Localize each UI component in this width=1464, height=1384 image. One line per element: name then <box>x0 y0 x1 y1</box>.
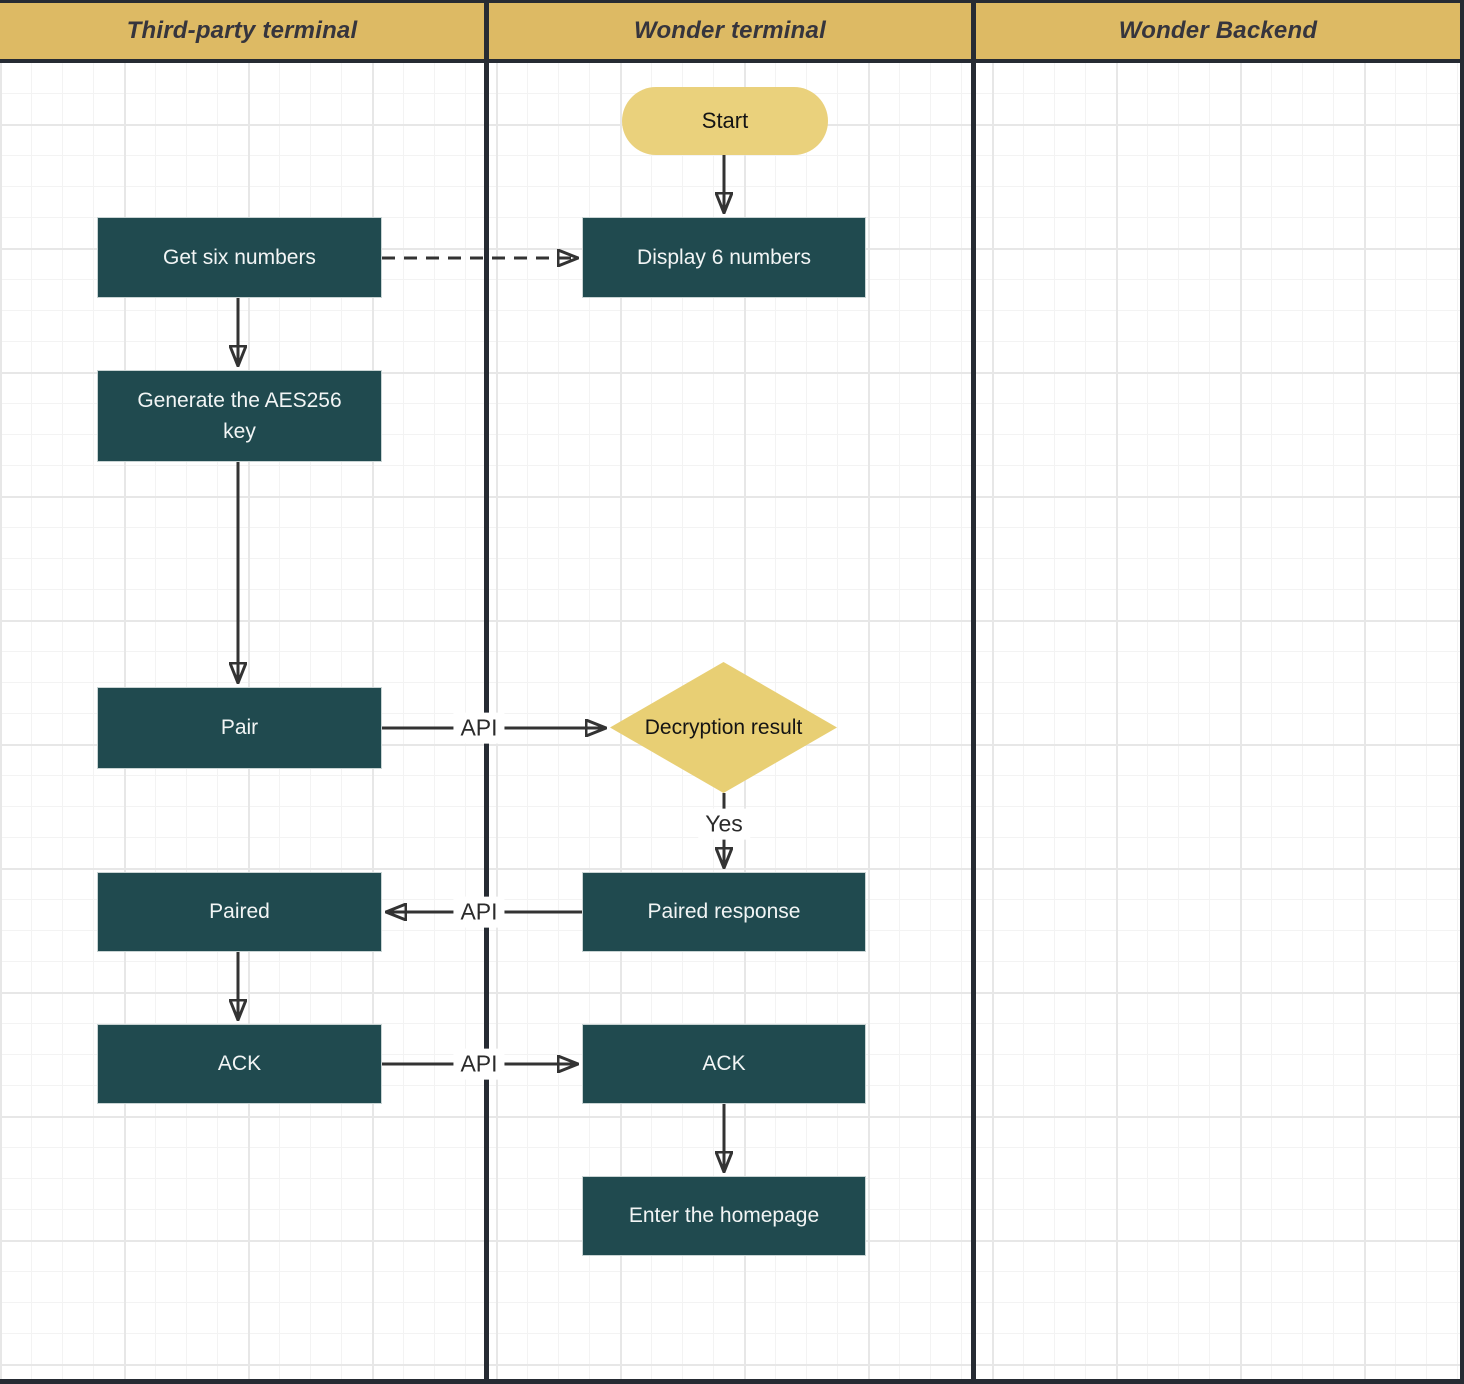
lane-header-row: Third-party terminal Wonder terminal Won… <box>0 0 1460 63</box>
lane-divider-2 <box>971 63 976 1379</box>
node-paired: Paired <box>97 872 382 952</box>
node-generate-aes256-key: Generate the AES256 key <box>97 370 382 462</box>
node-pair: Pair <box>97 687 382 769</box>
lane-header-third-party-terminal: Third-party terminal <box>0 3 484 59</box>
node-enter-homepage: Enter the homepage <box>582 1176 866 1256</box>
node-paired-response: Paired response <box>582 872 866 952</box>
node-start: Start <box>622 87 828 155</box>
node-decryption-result: Decryption result <box>610 662 837 793</box>
node-display-6-numbers: Display 6 numbers <box>582 217 866 298</box>
edge-label-yes: Yes <box>698 808 750 840</box>
node-ack-third-party: ACK <box>97 1024 382 1104</box>
edge-label-api-pair: API <box>453 712 505 744</box>
node-get-six-numbers: Get six numbers <box>97 217 382 298</box>
lane-header-wonder-backend: Wonder Backend <box>976 3 1460 59</box>
node-ack-wonder: ACK <box>582 1024 866 1104</box>
edge-label-api-ack: API <box>453 1048 505 1080</box>
edge-label-api-paired: API <box>453 896 505 928</box>
lane-header-wonder-terminal: Wonder terminal <box>489 3 971 59</box>
